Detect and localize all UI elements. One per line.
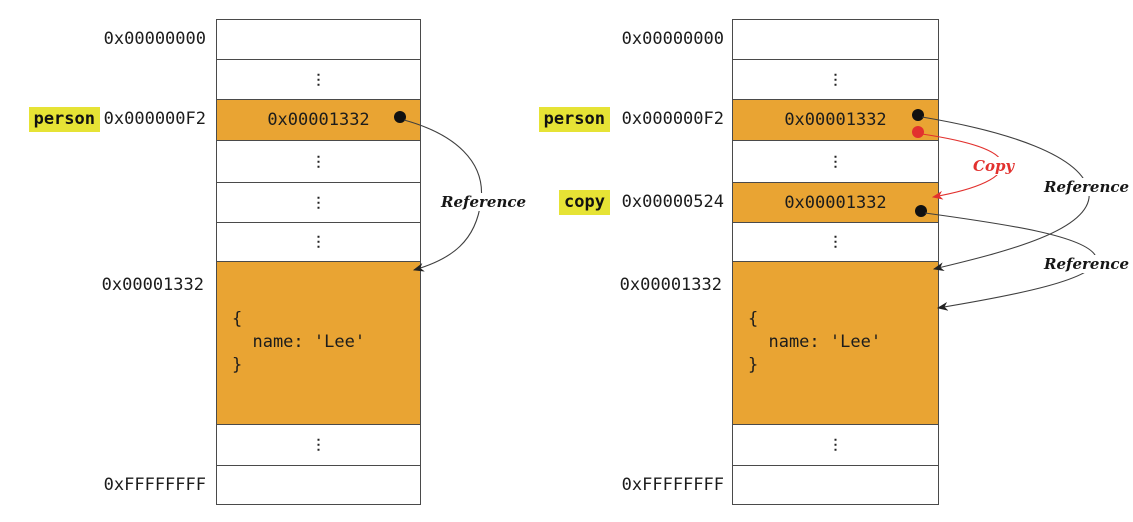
memory-cell-gap: ⋮: [217, 141, 420, 183]
object-literal: { name: 'Lee' }: [232, 309, 366, 375]
address-label-person: 0x000000F2: [621, 109, 724, 129]
memory-cell-empty-bottom: [217, 466, 420, 506]
memory-cell-gap: ⋮: [217, 223, 420, 262]
copy-label: Copy: [971, 157, 1017, 175]
memory-cell-empty-bottom: [733, 466, 938, 506]
memory-cell-gap: ⋮: [733, 425, 938, 466]
variable-label-person: person: [0, 107, 100, 132]
memory-cell-empty-top: [217, 20, 420, 60]
address-label-top: 0x00000000: [103, 29, 206, 49]
vertical-ellipsis: ⋮: [828, 437, 843, 453]
memory-cell-person-pointer: 0x00001332: [217, 100, 420, 141]
reference-label-right-2: Reference: [1042, 255, 1132, 273]
memory-cell-gap: ⋮: [733, 60, 938, 100]
address-label-bottom: 0xFFFFFFFF: [103, 475, 206, 495]
memory-cell-empty-top: [733, 20, 938, 60]
vertical-ellipsis: ⋮: [311, 437, 326, 453]
copy-highlight: copy: [559, 190, 610, 215]
vertical-ellipsis: ⋮: [311, 234, 326, 250]
vertical-ellipsis: ⋮: [828, 234, 843, 250]
memory-cell-gap: ⋮: [217, 425, 420, 466]
memory-cell-gap: ⋮: [217, 60, 420, 100]
address-label-person: 0x000000F2: [103, 109, 206, 129]
address-label-top: 0x00000000: [621, 29, 724, 49]
vertical-ellipsis: ⋮: [311, 194, 326, 211]
memory-column-right: ⋮ 0x00001332 ⋮ 0x00001332 ⋮ { name: 'Lee…: [732, 19, 939, 505]
reference-label-right-1: Reference: [1042, 178, 1132, 196]
address-label-object: 0x00001332: [101, 275, 204, 295]
vertical-ellipsis: ⋮: [828, 71, 843, 88]
person-highlight: person: [538, 107, 610, 132]
memory-cell-copy-pointer: 0x00001332: [733, 183, 938, 223]
object-literal: { name: 'Lee' }: [748, 309, 882, 375]
vertical-ellipsis: ⋮: [828, 153, 843, 170]
address-label-object: 0x00001332: [619, 275, 722, 295]
reference-label-left: Reference: [439, 193, 529, 211]
memory-column-left: ⋮ 0x00001332 ⋮ ⋮ ⋮ { name: 'Lee' } ⋮: [216, 19, 421, 505]
address-label-bottom: 0xFFFFFFFF: [621, 475, 724, 495]
variable-label-person: person: [490, 107, 610, 132]
pointer-value: 0x00001332: [784, 110, 887, 130]
memory-cell-gap: ⋮: [217, 183, 420, 223]
vertical-ellipsis: ⋮: [311, 153, 326, 170]
memory-cell-gap: ⋮: [733, 141, 938, 183]
memory-cell-gap: ⋮: [733, 223, 938, 262]
pointer-value: 0x00001332: [784, 192, 887, 213]
person-highlight: person: [28, 107, 100, 132]
pointer-value: 0x00001332: [267, 110, 370, 130]
vertical-ellipsis: ⋮: [311, 71, 326, 88]
memory-cell-object: { name: 'Lee' }: [217, 262, 420, 425]
memory-cell-person-pointer: 0x00001332: [733, 100, 938, 141]
variable-label-copy: copy: [490, 190, 610, 215]
memory-cell-object: { name: 'Lee' }: [733, 262, 938, 425]
address-label-copy: 0x00000524: [621, 192, 724, 212]
